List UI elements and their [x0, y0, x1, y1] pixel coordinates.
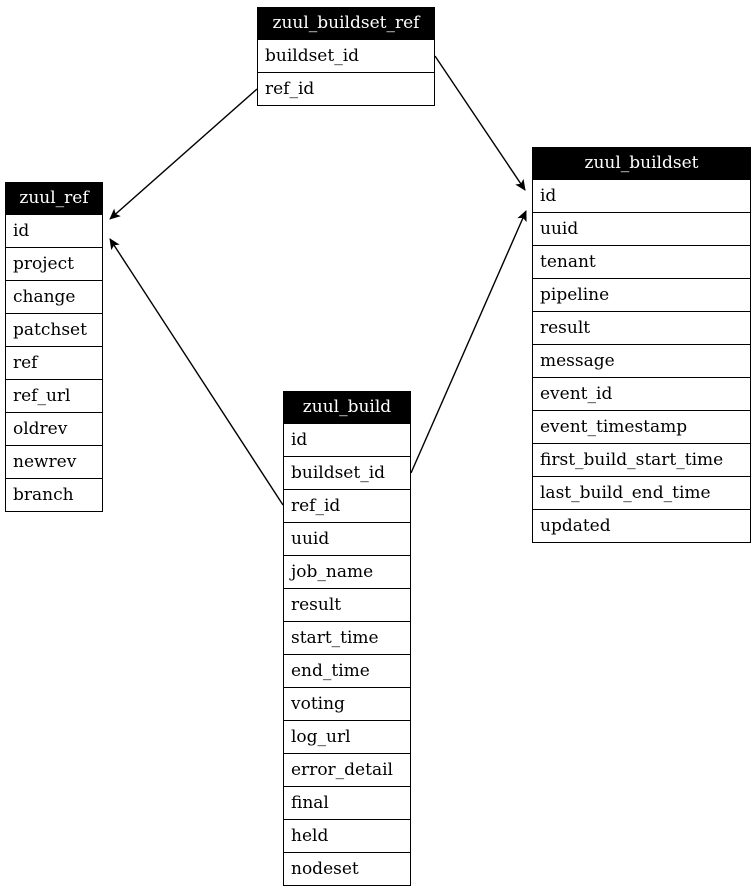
entity-title: zuul_buildset [533, 148, 750, 179]
entity-title: zuul_build [284, 392, 410, 423]
entity-field: uuid [533, 212, 750, 245]
entity-title: zuul_buildset_ref [258, 8, 434, 39]
entity-field: event_id [533, 377, 750, 410]
entity-field: ref_id [284, 489, 410, 522]
entity-field: buildset_id [284, 456, 410, 489]
entity-field: oldrev [6, 412, 102, 445]
entity-field: id [284, 423, 410, 456]
entity-field: uuid [284, 522, 410, 555]
relationship-edge-build-to-buildset [410, 210, 527, 474]
relationship-edge-build-to-ref [109, 238, 284, 506]
entity-field: last_build_end_time [533, 476, 750, 509]
entity-field: log_url [284, 720, 410, 753]
entity-field: ref_url [6, 379, 102, 412]
entity-field: change [6, 280, 102, 313]
entity-field: event_timestamp [533, 410, 750, 443]
entity-field: final [284, 786, 410, 819]
entity-field: ref_id [258, 72, 434, 105]
entity-field: pipeline [533, 278, 750, 311]
entity-title: zuul_ref [6, 183, 102, 214]
entity-field: tenant [533, 245, 750, 278]
entity-field: result [284, 588, 410, 621]
entity-field: updated [533, 509, 750, 542]
entity-field: start_time [284, 621, 410, 654]
entity-field: first_build_start_time [533, 443, 750, 476]
entity-field: end_time [284, 654, 410, 687]
entity-field: id [6, 214, 102, 247]
relationship-edge-buildset_ref-to-ref [109, 88, 258, 220]
entity-field: newrev [6, 445, 102, 478]
entity-field: nodeset [284, 852, 410, 885]
entity-field: message [533, 344, 750, 377]
entity-field: ref [6, 346, 102, 379]
entity-field: project [6, 247, 102, 280]
entity-field: branch [6, 478, 102, 511]
entity-field: job_name [284, 555, 410, 588]
entity-zuul-buildset: zuul_buildset id uuid tenant pipeline re… [532, 147, 751, 543]
entity-field: result [533, 311, 750, 344]
entity-zuul-buildset-ref: zuul_buildset_ref buildset_id ref_id [257, 7, 435, 106]
entity-zuul-ref: zuul_ref id project change patchset ref … [5, 182, 103, 512]
entity-zuul-build: zuul_build id buildset_id ref_id uuid jo… [283, 391, 411, 886]
entity-field: id [533, 179, 750, 212]
entity-field: buildset_id [258, 39, 434, 72]
entity-field: held [284, 819, 410, 852]
entity-field: voting [284, 687, 410, 720]
entity-field: error_detail [284, 753, 410, 786]
entity-field: patchset [6, 313, 102, 346]
relationship-edge-buildset_ref-to-buildset [434, 55, 526, 191]
